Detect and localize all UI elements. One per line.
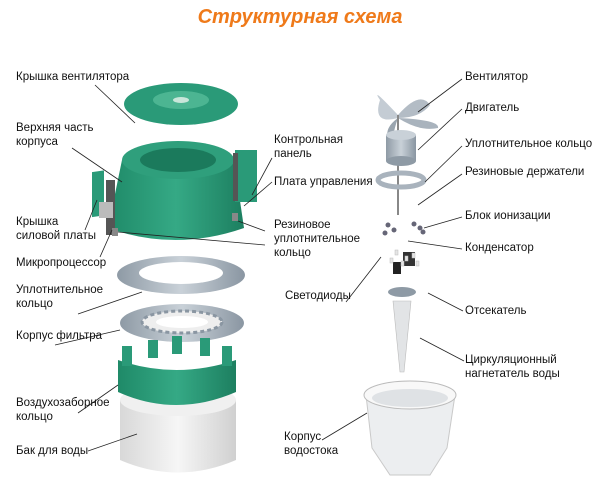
motor-seal-ring-part	[375, 170, 427, 190]
diagram-title: Структурная схема	[197, 6, 403, 28]
drain-housing-part	[363, 380, 457, 476]
label-motor-seal-ring: Уплотнительное кольцо	[465, 138, 593, 150]
leader-lines	[54, 78, 465, 452]
label-line: Контрольная	[274, 134, 343, 146]
label-line: Корпус	[284, 431, 322, 443]
label-line: кольцо	[16, 411, 53, 423]
label-upper-body: Верхняя часть корпуса	[16, 121, 93, 149]
leds-part	[389, 249, 420, 267]
label-control-panel: Контрольная панель	[274, 133, 343, 161]
label-air-intake-ring: Воздухозаборное кольцо	[16, 396, 110, 424]
label-line: Циркуляционный	[465, 354, 557, 366]
water-pump-part	[392, 300, 412, 373]
label-line: нагнетатель воды	[465, 368, 560, 380]
air-intake-ring-part	[118, 336, 236, 405]
label-line: Уплотнительное	[16, 284, 104, 296]
label-leds: Светодиоды	[285, 290, 351, 302]
seal-ring-part	[117, 256, 245, 294]
label-line: водостока	[284, 445, 339, 457]
label-microprocessor: Микропроцессор	[16, 257, 107, 269]
motor-part	[386, 130, 416, 166]
label-seal-ring: Уплотнительное кольцо	[16, 283, 103, 311]
label-line: силовой платы	[16, 230, 97, 242]
label-water-tank: Бак для воды	[16, 445, 89, 457]
label-line: панель	[274, 148, 312, 160]
label-line: корпуса	[16, 136, 58, 148]
label-line: Верхняя часть	[16, 122, 94, 134]
label-rubber-seal: Резиновое уплотнительное кольцо	[274, 218, 360, 260]
label-capacitor: Конденсатор	[465, 242, 534, 254]
label-line: уплотнительное	[274, 233, 360, 245]
fan-cover-part	[124, 83, 238, 125]
label-fan: Вентилятор	[465, 71, 528, 83]
rubber-holders-part	[382, 221, 426, 236]
label-motor: Двигатель	[465, 102, 520, 114]
label-power-board-cover: Крышка силовой платы	[16, 215, 96, 243]
label-line: Крышка	[16, 216, 59, 228]
label-water-pump: Циркуляционный нагнетатель воды	[465, 353, 560, 381]
label-drain-housing: Корпус водостока	[284, 430, 338, 458]
capacitor-part	[393, 262, 401, 274]
label-line: кольцо	[16, 298, 53, 310]
upper-body-part	[92, 141, 257, 240]
label-deflector: Отсекатель	[465, 305, 527, 317]
deflector-part	[388, 287, 416, 297]
label-line: Резиновое	[274, 219, 331, 231]
label-ionization-unit: Блок ионизации	[465, 210, 551, 222]
label-filter-housing: Корпус фильтра	[16, 330, 103, 342]
label-fan-cover: Крышка вентилятора	[16, 71, 130, 83]
label-control-board: Плата управления	[274, 176, 373, 188]
label-rubber-holders: Резиновые держатели	[465, 166, 585, 178]
filter-housing-part	[120, 304, 244, 342]
label-line: кольцо	[274, 247, 311, 259]
label-line: Воздухозаборное	[16, 397, 110, 409]
